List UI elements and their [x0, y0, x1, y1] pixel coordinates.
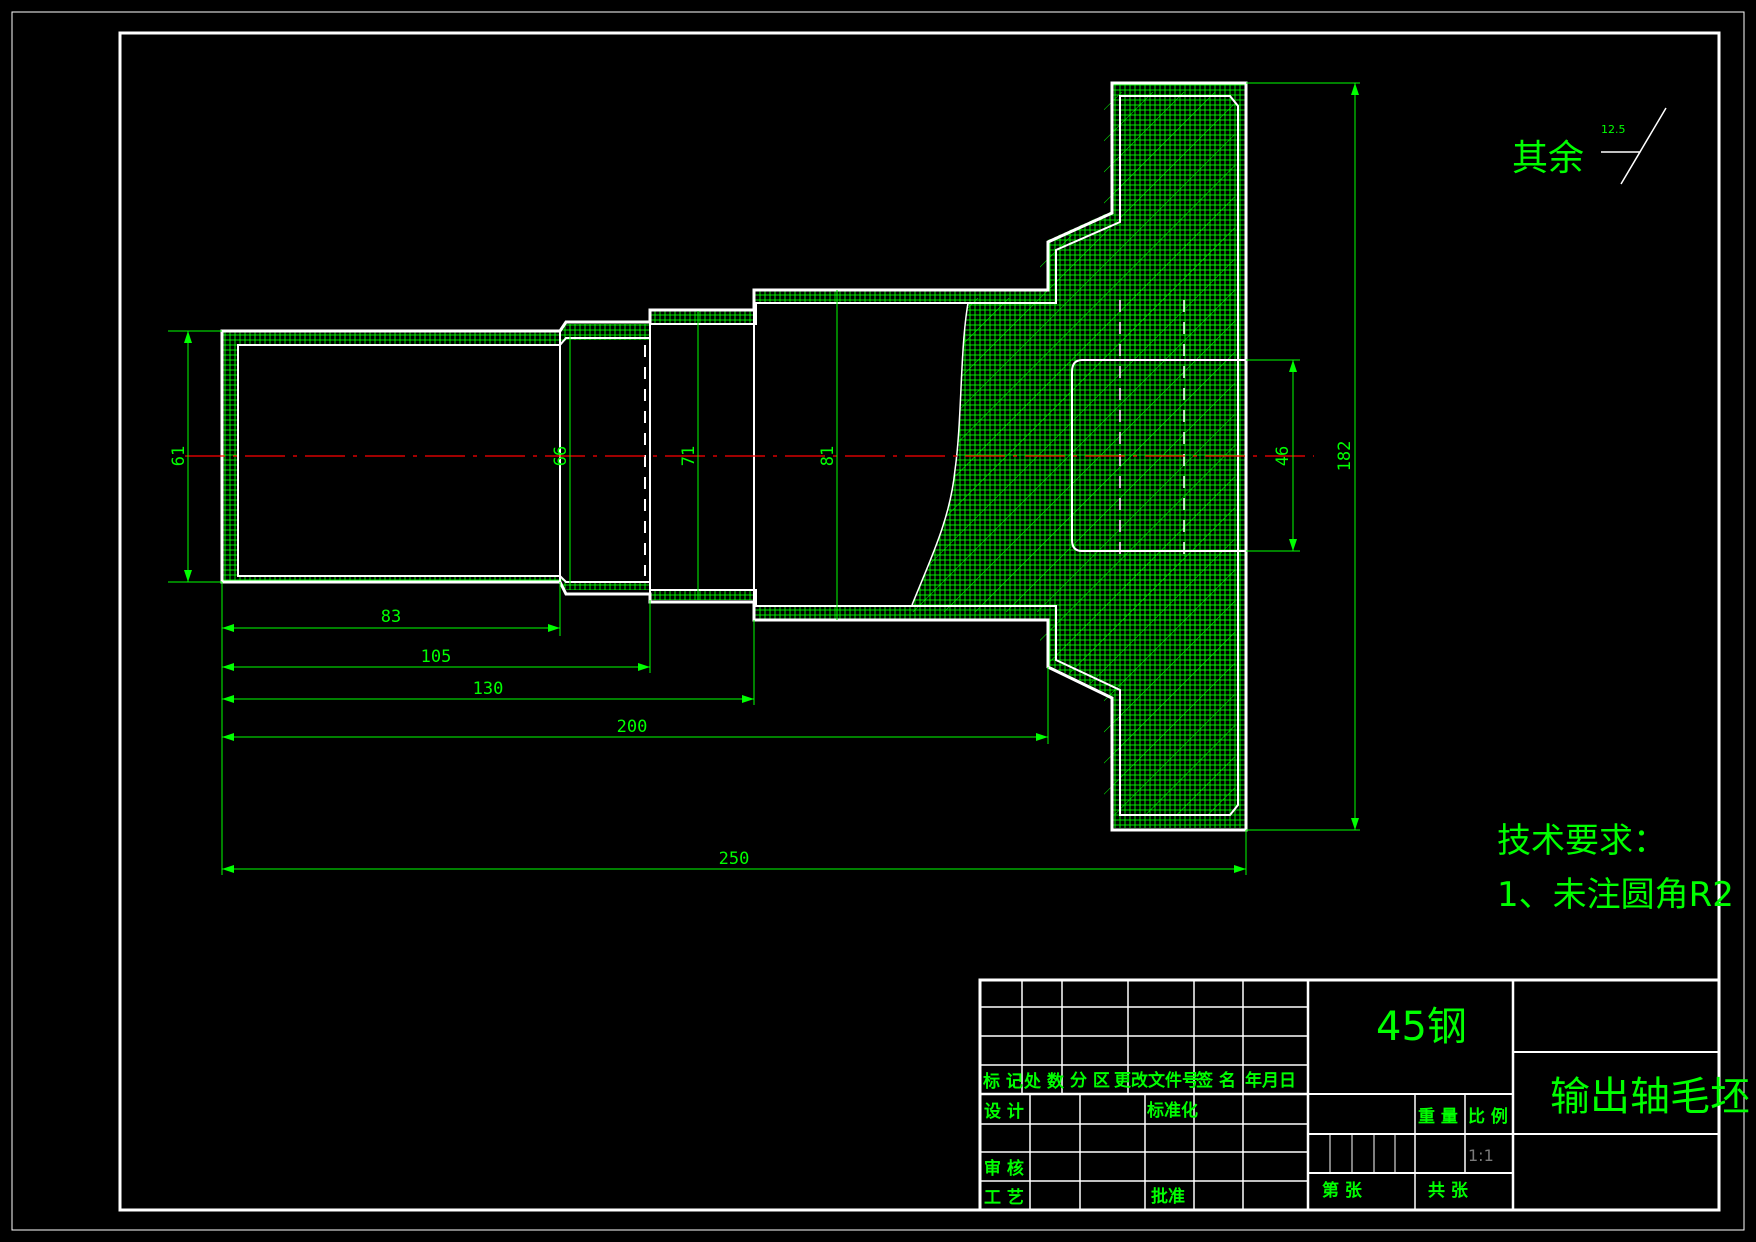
hdr-count: 处 数 [1023, 1071, 1065, 1092]
dim-66: 66 [551, 446, 571, 466]
dimensions: 61 66 71 81 46 182 83 105 130 200 250 [168, 82, 1360, 875]
dim-200: 200 [617, 717, 648, 737]
material: 45钢 [1376, 1004, 1467, 1050]
dim-130: 130 [473, 679, 504, 699]
part-name: 输出轴毛坯 [1550, 1074, 1750, 1120]
hdr-mark: 标 记 [983, 1071, 1023, 1092]
hdr-date: 年月日 [1245, 1070, 1296, 1091]
roughness-value: 12.5 [1601, 123, 1626, 136]
part-view [185, 81, 1314, 832]
hdr-approve: 批准 [1151, 1186, 1185, 1207]
title-block-text: 标 记 处 数 分 区 更改文件号 签 名 年月日 设 计 标准化 审 核 工 … [983, 1004, 1750, 1208]
tech-requirements-title: 技术要求： [1497, 821, 1667, 861]
hdr-weight: 重 量 [1418, 1106, 1458, 1127]
outer-border [11, 11, 1745, 1231]
dim-71: 71 [679, 446, 699, 466]
hdr-signature: 签 名 [1195, 1070, 1236, 1091]
surface-note-label: 其余 [1512, 138, 1584, 179]
hdr-zone: 分 区 [1070, 1071, 1110, 1091]
dim-182: 182 [1335, 441, 1355, 472]
title-block [978, 978, 1721, 1212]
drawing-frame [118, 31, 1721, 1212]
dim-81: 81 [818, 446, 838, 466]
hdr-design: 设 计 [984, 1101, 1024, 1122]
dim-105: 105 [421, 647, 452, 667]
hdr-sheet-total: 共 张 [1428, 1181, 1469, 1201]
hdr-process: 工 艺 [984, 1187, 1024, 1208]
hdr-ratio: 比 例 [1468, 1106, 1508, 1127]
dim-61: 61 [169, 446, 189, 466]
tech-requirements-item: 1、未注圆角R2 [1497, 875, 1734, 915]
dim-83: 83 [381, 607, 401, 627]
hdr-review: 审 核 [984, 1158, 1024, 1179]
roughness-symbol: 其余 12.5 [1512, 107, 1667, 185]
section-hatch [912, 92, 1235, 815]
dim-46: 46 [1273, 446, 1293, 466]
dim-250: 250 [719, 849, 750, 869]
scale-value: 1:1 [1468, 1146, 1494, 1165]
hdr-standardize: 标准化 [1147, 1100, 1198, 1121]
hdr-sheet-no: 第 张 [1322, 1180, 1363, 1201]
hdr-change-doc: 更改文件号 [1114, 1070, 1199, 1091]
